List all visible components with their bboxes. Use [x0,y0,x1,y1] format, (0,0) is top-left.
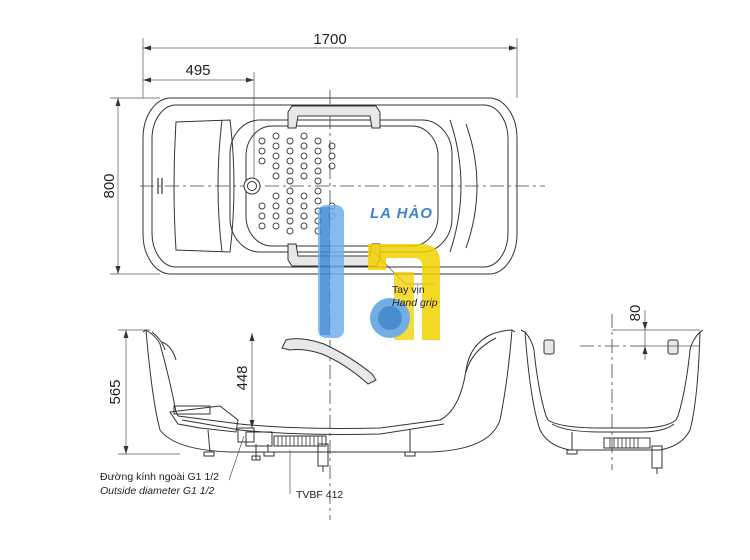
drain-assembly-side [169,405,329,472]
dimension-height-value: 565 [107,379,124,404]
anti-slip-dots [258,132,336,235]
support-feet-side [263,430,416,457]
hand-grip-label-vi: Tay vịn [392,284,425,296]
dimension-rim-grip-height: 80 [612,305,700,360]
dimension-width-value: 800 [101,173,118,198]
hand-grip-label-en: Hand grip [392,297,438,309]
dimension-overall-length-value: 1700 [313,31,346,48]
dimension-drain-offset-value: 495 [185,62,210,79]
dimension-rim-grip-height-value: 80 [627,305,644,322]
outside-diameter-label-vi: Đường kính ngoài G1 1/2 [100,471,219,483]
dimension-overall-length: 1700 [142,31,518,98]
hand-grip-side-view [281,338,377,385]
watermark-text: LA HÀO [370,205,433,222]
dimension-water-depth: 448 [234,333,255,428]
drain-model-label: TVBF 412 [296,489,343,501]
dimension-drain-offset: 495 [143,62,255,180]
outside-diameter-label-en: Outside diameter G1 1/2 [100,485,215,497]
side-view [142,329,516,472]
dimension-width: 800 [101,97,160,275]
la-hao-watermark-logo: LA HÀO [318,205,440,340]
end-view [520,314,704,474]
dimension-water-depth-value: 448 [234,365,251,390]
dimension-height: 565 [107,329,180,455]
